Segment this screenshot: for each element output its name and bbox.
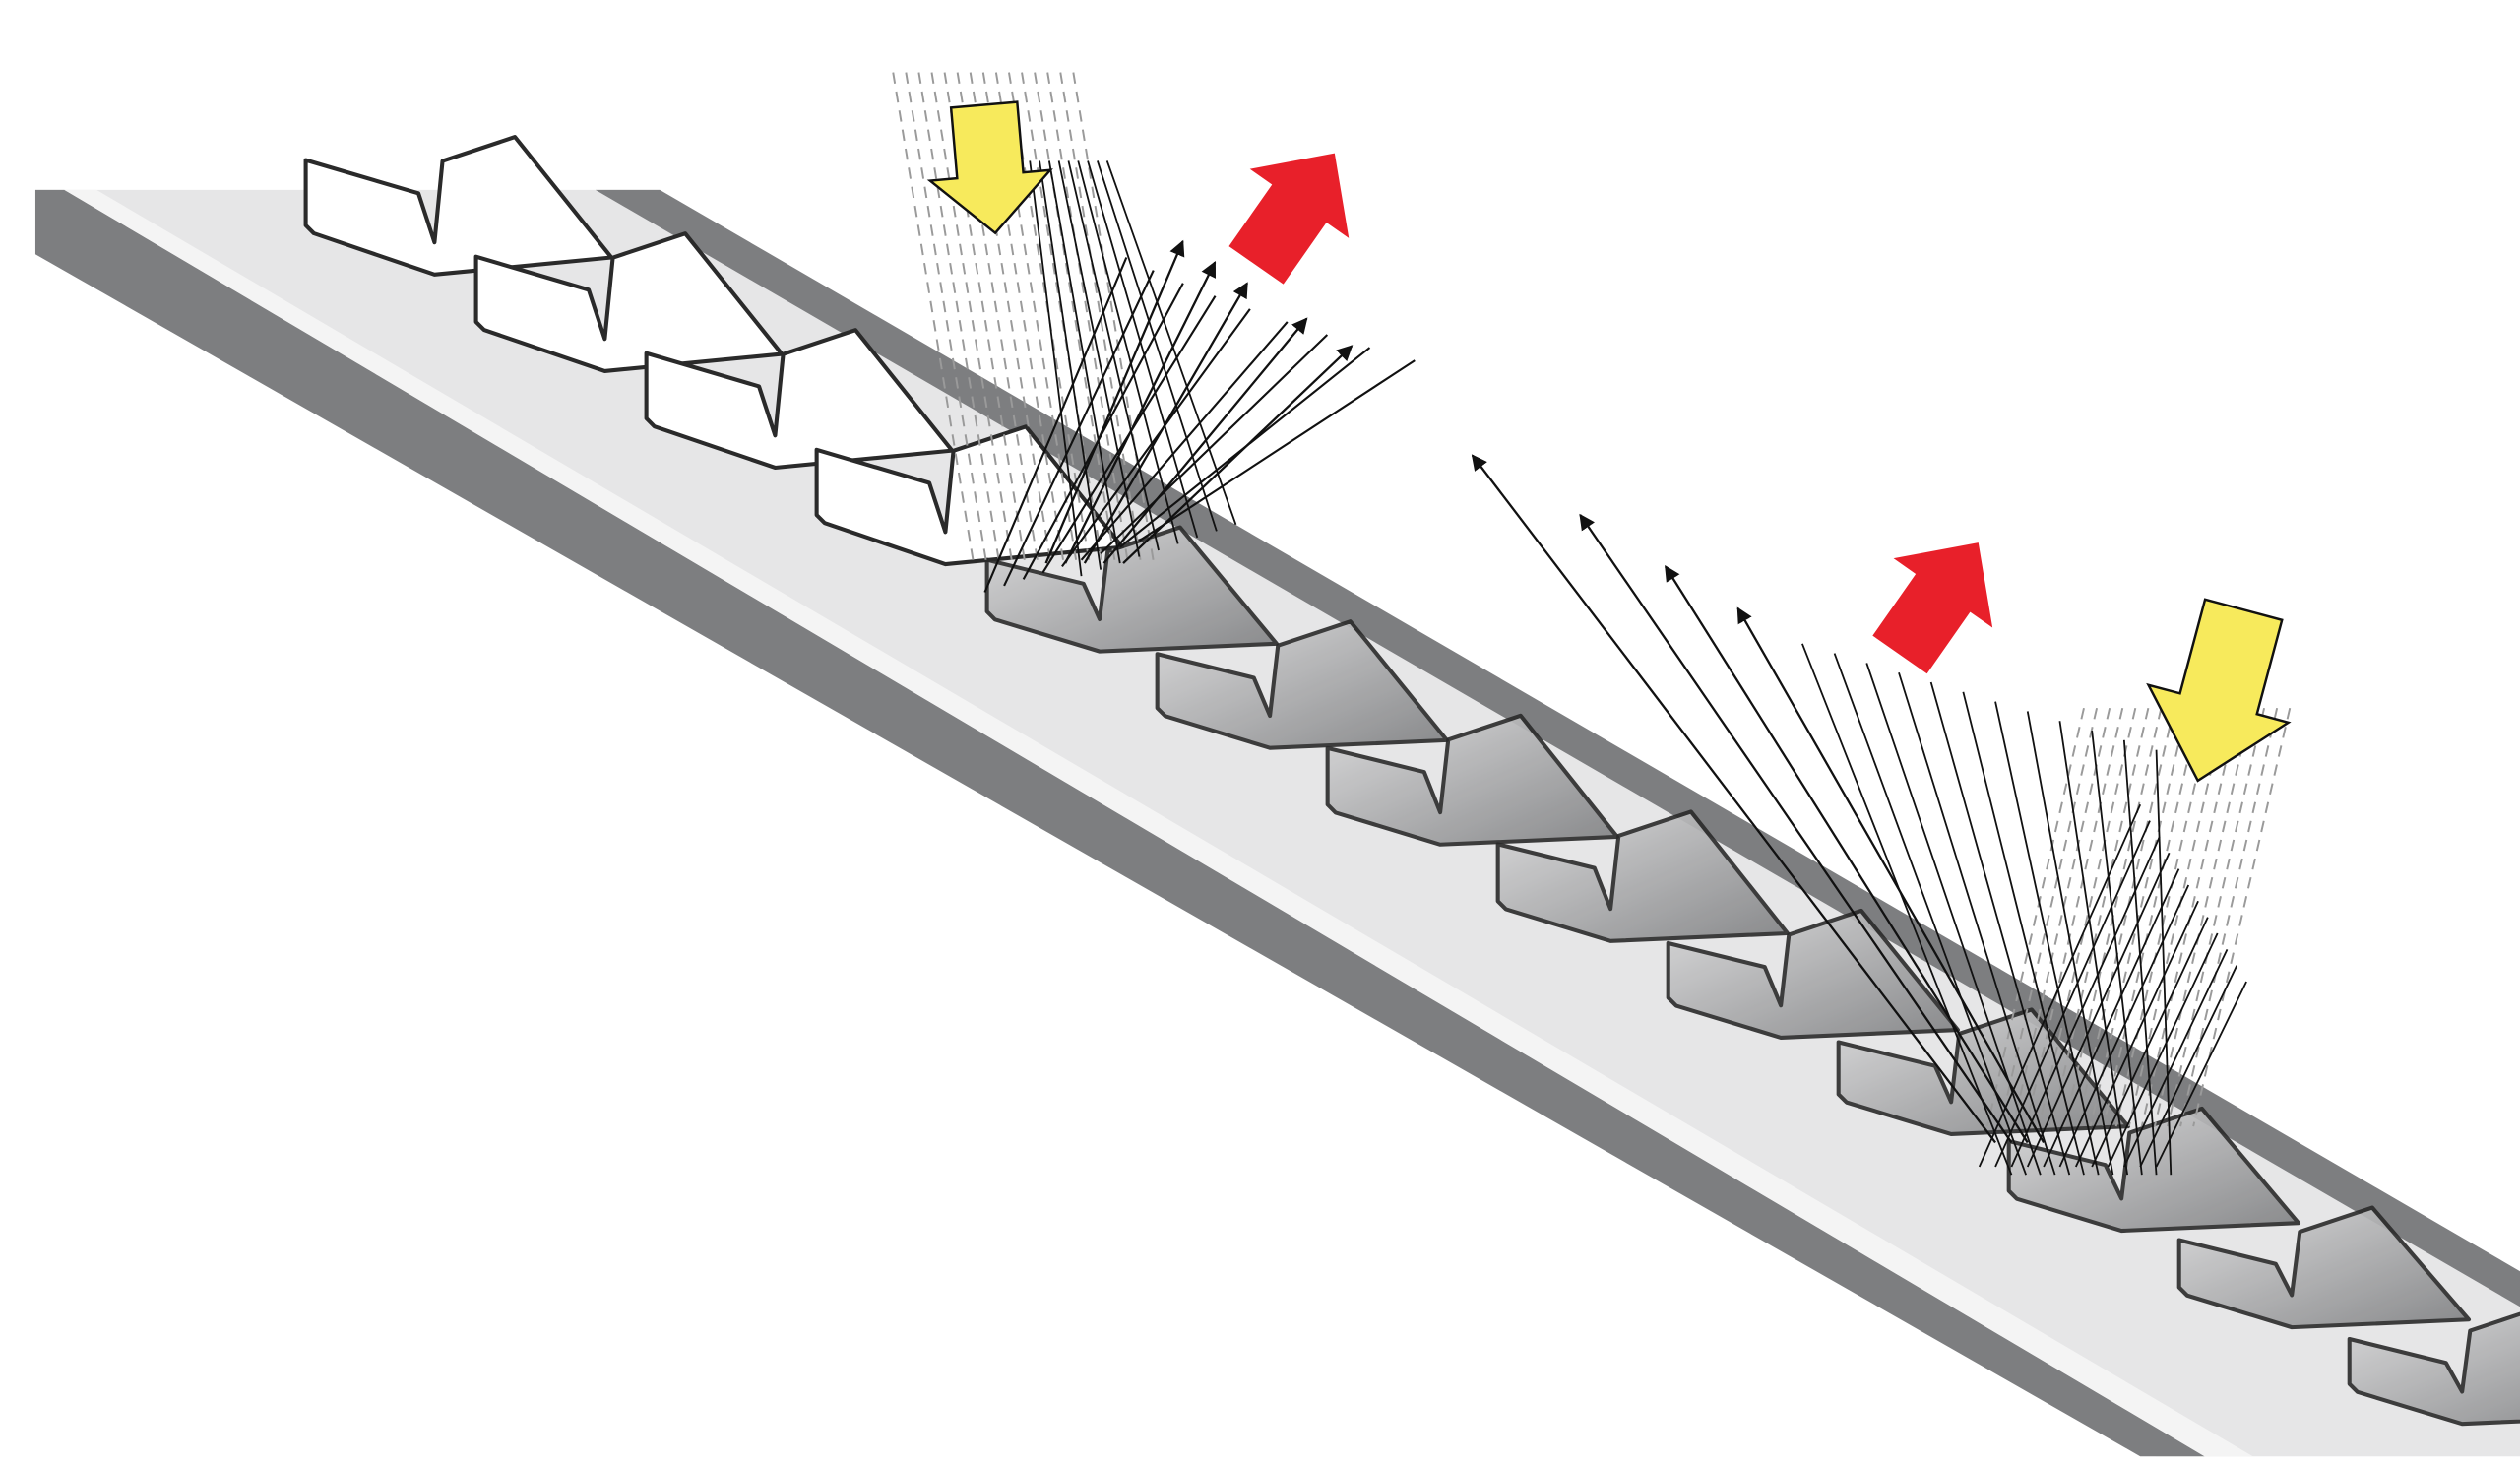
incident-dash-line: [1072, 72, 1156, 564]
reflected-ray-arrow: [1044, 239, 1185, 564]
reflected-ray-arrow: [1122, 345, 1354, 564]
incident-dash-line: [2127, 707, 2227, 1127]
incident-ray: [2155, 981, 2247, 1168]
incident-dash-line: [905, 72, 988, 564]
reflected-ray: [1994, 701, 2100, 1176]
reflected-ray: [2026, 711, 2114, 1176]
incident-dash-line: [2025, 707, 2124, 1127]
outgoing-heat-arrow: [1228, 153, 1350, 285]
reflected-ray: [2058, 721, 2129, 1176]
incoming-light-arrow: [2146, 598, 2292, 783]
reflected-ray-arrow: [1102, 317, 1308, 564]
reflected-ray-arrow: [1083, 282, 1248, 564]
incident-dash-line: [2114, 707, 2214, 1127]
reflected-ray: [1865, 663, 2042, 1176]
reflected-ray: [1061, 308, 1251, 567]
incident-ray: [1077, 160, 1179, 544]
channel-floor: [34, 189, 2520, 1457]
reflected-ray-arrow: [1664, 564, 2029, 1144]
incident-ray: [1087, 160, 1199, 539]
fin: [1325, 713, 1619, 847]
incident-dash-line: [2012, 707, 2111, 1127]
incident-ray: [2091, 917, 2209, 1168]
fin: [2176, 1205, 2472, 1330]
reflected-ray: [2155, 749, 2173, 1176]
fin: [1666, 908, 1960, 1040]
incident-ray: [2058, 884, 2190, 1168]
outgoing-heat-arrow: [1872, 542, 1993, 674]
reflected-ray: [1898, 671, 2056, 1176]
reflected-ray-arrow: [1064, 260, 1217, 564]
reflected-ray-arrow: [1736, 606, 2046, 1144]
reflected-ray: [983, 257, 1128, 593]
reflected-ray-arrow: [1579, 513, 2013, 1144]
incident-dash-line: [917, 72, 1001, 564]
fin: [1495, 809, 1790, 943]
incident-ray: [1994, 820, 2151, 1168]
incident-ray: [2107, 932, 2219, 1168]
incident-dash-line: [2089, 707, 2188, 1127]
fin: [984, 525, 1279, 654]
reflected-ray: [2122, 739, 2158, 1176]
incident-ray: [1067, 160, 1160, 551]
incident-ray: [2074, 900, 2199, 1168]
fin: [2347, 1311, 2520, 1427]
direction-arrows: [926, 100, 2292, 783]
fin: [644, 328, 955, 471]
incident-ray: [1029, 160, 1083, 577]
reflected-ray: [1801, 643, 2013, 1176]
reflected-ray: [1138, 359, 1416, 542]
incident-ray: [2043, 868, 2180, 1168]
lower-wall-inner-strip: [64, 189, 2253, 1457]
incident-dash-line: [1985, 707, 2085, 1127]
incident-ray: [2139, 965, 2238, 1168]
reflected-ray: [2091, 730, 2143, 1176]
incident-dash-line: [1046, 72, 1129, 564]
incident-ray: [2026, 852, 2171, 1168]
light-rays: [983, 160, 2247, 1176]
incident-dash-line: [1999, 707, 2099, 1127]
incoming-light-arrow: [926, 100, 1053, 235]
reflected-ray: [1100, 334, 1329, 555]
incident-ray: [1097, 160, 1218, 532]
incident-dash-line: [2153, 707, 2252, 1127]
reflected-ray-arrow: [1471, 454, 1996, 1144]
incident-ray: [1039, 160, 1102, 570]
incident-dash-line: [2102, 707, 2201, 1127]
incident-dash-line: [892, 72, 975, 564]
incident-ray: [2123, 948, 2229, 1168]
fin: [2006, 1106, 2300, 1234]
lower-wall: [34, 189, 2205, 1457]
incident-dash-line: [1034, 72, 1116, 564]
incident-dash-line: [1059, 72, 1142, 564]
reflected-ray: [1080, 321, 1289, 561]
incident-dash-line: [2179, 707, 2279, 1127]
incident-ray: [1105, 160, 1237, 526]
incident-dash-line: [2167, 707, 2266, 1127]
incident-dash-line: [1021, 72, 1103, 564]
incident-dash-line: [930, 72, 1014, 564]
incident-dash-line: [2050, 707, 2150, 1127]
fin: [1155, 619, 1449, 750]
fin: [473, 231, 785, 373]
fin: [303, 135, 614, 277]
reflected-ray: [1962, 691, 2085, 1176]
reflected-ray: [1929, 681, 2071, 1176]
incident-ray: [1047, 160, 1121, 564]
